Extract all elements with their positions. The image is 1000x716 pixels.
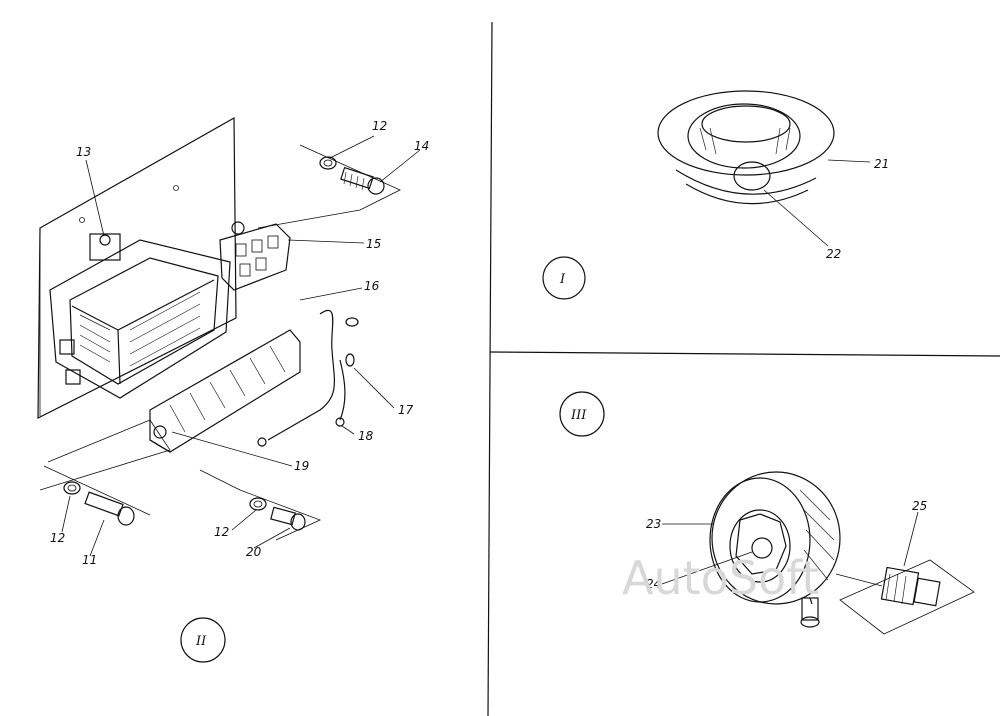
assembly-guide-left-2 [43, 465, 151, 516]
panel-marker-i-circle [542, 256, 586, 300]
panel-marker-ii: II [195, 634, 207, 649]
panel-marker-iii: III [570, 408, 587, 423]
fuse-panel [149, 329, 301, 453]
callout-17: 17 [398, 403, 414, 417]
callout-16: 16 [364, 279, 380, 293]
vertical-divider [487, 21, 493, 716]
callout-24: 24 [646, 577, 661, 591]
callout-12-bottom-right: 12 [214, 525, 229, 539]
leader-lines-top-right [763, 159, 871, 247]
horizontal-divider [489, 351, 1000, 357]
leader-lines-left [61, 135, 421, 557]
callout-18: 18 [358, 429, 374, 443]
assembly-guide-top [257, 144, 401, 229]
panel-marker-i: I [559, 272, 566, 287]
relay-regulator-housing [49, 233, 231, 399]
callout-25: 25 [912, 499, 927, 513]
callout-15: 15 [366, 237, 381, 251]
callout-12-bottom-left: 12 [50, 531, 65, 545]
screw-bottom-left [84, 491, 135, 526]
mounting-plate [37, 116, 237, 419]
assembly-guide-right [199, 469, 322, 541]
callout-23: 23 [646, 517, 661, 531]
washer-bottom-left [63, 481, 81, 495]
callout-20: 20 [246, 545, 262, 559]
spot-lamp [709, 471, 841, 628]
washer-bottom-right [249, 497, 267, 511]
assembly-guide-left [39, 419, 171, 491]
watermark: AutoSoft [622, 551, 820, 605]
lamp-bulb-25 [839, 559, 975, 635]
washer-top [319, 156, 337, 170]
callout-21: 21 [874, 157, 889, 171]
callout-13: 13 [76, 145, 91, 159]
callout-19: 19 [294, 459, 309, 473]
callout-12-top: 12 [372, 119, 387, 133]
leader-lines-bottom-right [661, 511, 919, 585]
screw-top [340, 166, 385, 195]
callout-22: 22 [826, 247, 841, 261]
panel-marker-iii-circle [559, 391, 605, 437]
bulb-guide [835, 573, 883, 587]
callout-14: 14 [414, 139, 429, 153]
screw-bottom-right [270, 506, 306, 531]
terminal-block [219, 221, 291, 291]
panel-marker-ii-circle [180, 617, 226, 663]
callout-11: 11 [82, 553, 97, 567]
wire-harness [257, 309, 359, 447]
ceiling-lamp [657, 90, 835, 205]
